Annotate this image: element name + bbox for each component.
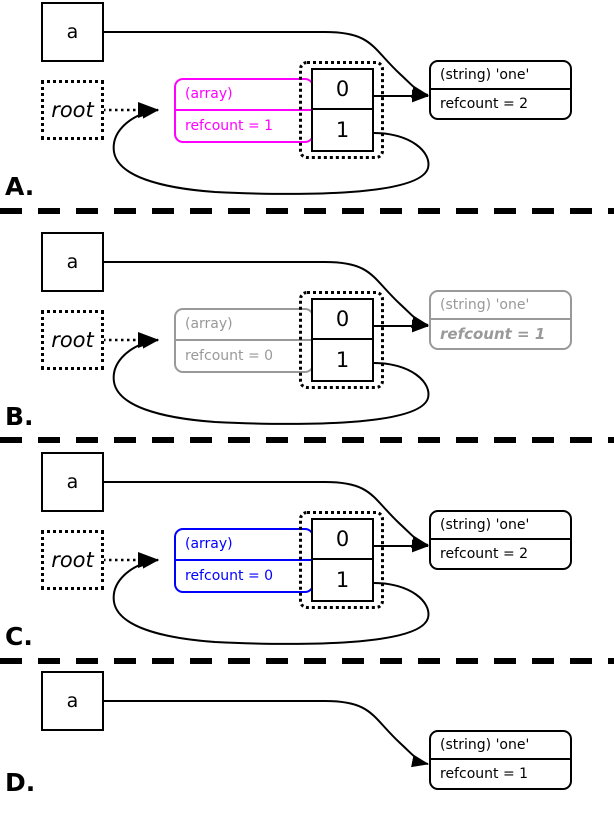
array-cells-container	[299, 291, 384, 389]
variable-label: a	[66, 21, 79, 43]
variable-label: a	[66, 471, 79, 493]
edge-cell1-loop-to-array	[112, 105, 430, 195]
root-label: root	[51, 328, 94, 352]
array-type-label: (array)	[176, 310, 312, 341]
panel-label-a: A.	[5, 172, 35, 201]
panel-label-b: B.	[5, 402, 34, 431]
root-box: root	[41, 310, 104, 370]
string-type-label: (string) 'one'	[431, 732, 570, 760]
edge-cell1-loop-to-array	[112, 335, 430, 425]
string-type-label: (string) 'one'	[431, 512, 570, 540]
array-cell-index-0: 0	[313, 300, 372, 340]
array-cells: 0 1	[311, 68, 374, 152]
array-type-label: (array)	[176, 80, 312, 111]
variable-box-a: a	[41, 2, 104, 62]
array-refcount-label: refcount = 1	[185, 117, 274, 134]
root-label: root	[51, 548, 94, 572]
string-refcount-label: refcount = 1	[440, 766, 529, 782]
string-refcount-label: refcount = 2	[440, 96, 529, 112]
array-refcount-label: refcount = 0	[185, 567, 274, 584]
edge-a-to-string	[104, 700, 429, 768]
array-type-label: (array)	[176, 530, 312, 561]
string-zval-box: (string) 'one' refcount = 1	[429, 730, 572, 790]
string-zval-box: (string) 'one' refcount = 2	[429, 60, 572, 120]
array-refcount-label: refcount = 0	[185, 347, 274, 364]
array-cell-index-1: 1	[335, 348, 350, 372]
panel-label-c: C.	[5, 622, 33, 651]
string-zval-box: (string) 'one' refcount = 2	[429, 510, 572, 570]
array-cells-container	[299, 511, 384, 609]
string-zval-box: (string) 'one' refcount = 1	[429, 290, 572, 350]
array-cell-index-0: 0	[313, 70, 372, 110]
variable-box-a: a	[41, 671, 104, 731]
variable-label: a	[66, 251, 79, 273]
array-cells-container	[299, 61, 384, 159]
array-zval-box: (array) refcount = 0	[174, 308, 314, 373]
array-zval-box: (array) refcount = 0	[174, 528, 314, 593]
string-refcount-label: refcount = 2	[440, 546, 529, 562]
panel-label-d: D.	[5, 768, 36, 797]
array-cells: 0 1	[311, 518, 374, 602]
panel-d-edges	[104, 700, 429, 768]
variable-label: a	[66, 690, 79, 712]
array-cell-index-1: 1	[335, 118, 350, 142]
root-box: root	[41, 530, 104, 590]
string-refcount-label: refcount = 1	[440, 325, 546, 343]
string-type-label: (string) 'one'	[431, 62, 570, 90]
array-zval-box: (array) refcount = 1	[174, 78, 314, 143]
array-cells: 0 1	[311, 298, 374, 382]
array-cell-index-1: 1	[335, 568, 350, 592]
array-cell-index-0: 0	[313, 520, 372, 560]
root-label: root	[51, 98, 94, 122]
variable-box-a: a	[41, 232, 104, 292]
root-box: root	[41, 80, 104, 140]
edge-cell1-loop-to-array	[112, 555, 430, 645]
variable-box-a: a	[41, 452, 104, 512]
string-type-label: (string) 'one'	[431, 292, 570, 320]
